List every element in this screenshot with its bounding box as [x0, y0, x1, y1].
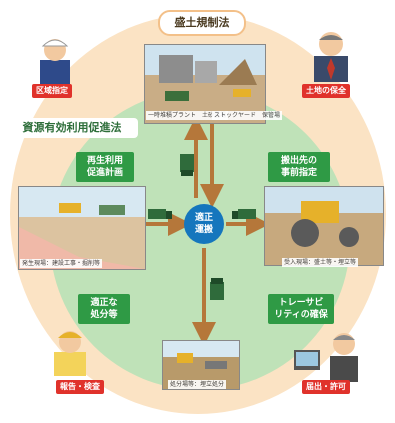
recycle-plan-box: 再生利用 促進計画: [76, 152, 134, 182]
traceability-box: トレーサビ リティの確保: [268, 294, 334, 324]
recycle-plan-line2: 促進計画: [86, 168, 123, 178]
person-office-icon: [294, 333, 358, 382]
source-site-caption: 発生現場：建設工事・掘削等: [20, 259, 103, 268]
land-label: 土地の保全: [302, 84, 350, 98]
center-circle: 適正 運搬: [184, 204, 224, 244]
permit-label: 届出・許可: [302, 380, 350, 394]
center-line1: 適正: [194, 213, 213, 223]
destination-box: 搬出先の 事前指定: [268, 152, 330, 182]
disposal-line1: 適正な: [90, 298, 118, 308]
receiving-site-caption: 受入現場：盛土等・埋立等: [282, 258, 359, 267]
receiving-site-photo: [264, 186, 384, 266]
truck-icon: [148, 209, 172, 219]
destination-line2: 事前指定: [280, 168, 317, 178]
recycle-plan-line1: 再生利用: [86, 156, 123, 166]
plant-right-caption: ストックヤード 保管場: [212, 111, 283, 120]
zone-label: 区域指定: [32, 84, 72, 98]
person-helmet-icon: [40, 39, 70, 84]
center-line2: 運搬: [194, 225, 213, 235]
subtitle-label: 資源有効利用促進法: [6, 118, 138, 138]
destination-line1: 搬出先の: [280, 156, 317, 166]
traceability-line2: リティの確保: [274, 310, 328, 320]
plant-left-caption: 一時堆積プラント 土砂置場: [146, 111, 229, 120]
truck-icon: [210, 278, 224, 300]
disposal-line2: 処分等: [90, 310, 118, 320]
traceability-line1: トレーサビ: [278, 298, 324, 308]
truck-icon: [232, 209, 256, 219]
person-inspector-icon: [54, 331, 86, 376]
source-site-photo: [18, 186, 146, 270]
disposal-box: 適正な 処分等: [78, 294, 130, 324]
person-suit-icon: [314, 32, 348, 82]
disposal-site-caption: 処分場等：埋立処分: [168, 380, 227, 389]
title-pill: 盛土規制法: [158, 10, 246, 36]
truck-icon: [180, 154, 194, 176]
report-label: 報告・検査: [56, 380, 104, 394]
